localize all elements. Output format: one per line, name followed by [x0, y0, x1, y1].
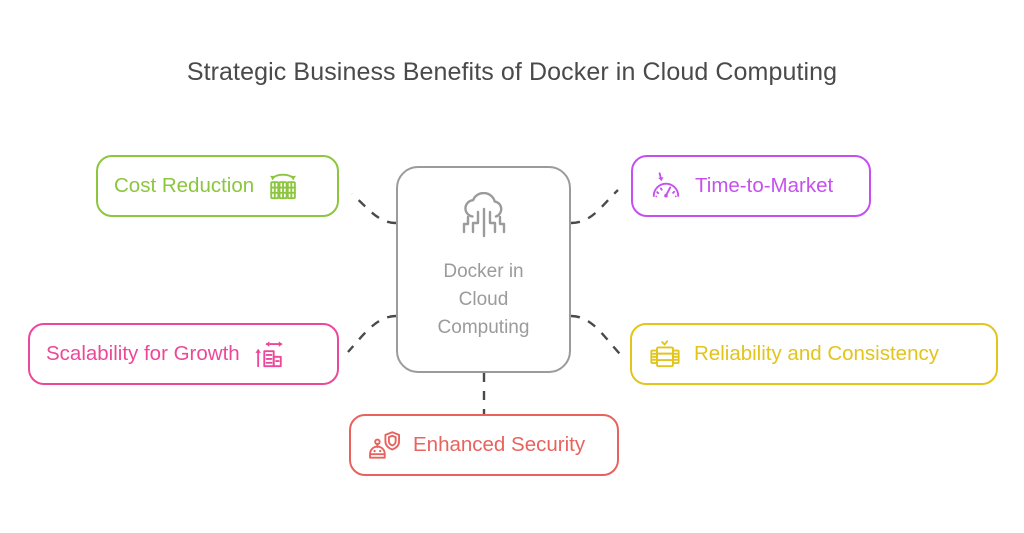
resize-building-icon	[252, 337, 286, 371]
connector-center-to-cost	[351, 193, 397, 225]
page-title: Strategic Business Benefits of Docker in…	[186, 58, 838, 86]
node-cost-reduction[interactable]: Cost Reduction	[96, 155, 339, 217]
robot-shield-icon	[367, 428, 401, 462]
connector-center-to-time	[570, 189, 619, 225]
server-check-icon	[648, 337, 682, 371]
cost-bars-arrow-icon	[266, 169, 300, 203]
node-reliability-and-consistency[interactable]: Reliability and Consistency	[630, 323, 998, 385]
node-reliability-and-consistency-label: Reliability and Consistency	[694, 342, 939, 365]
node-cost-reduction-label: Cost Reduction	[114, 174, 255, 197]
connector-center-to-reliability	[570, 314, 621, 355]
cloud-circuit-icon	[454, 191, 514, 248]
connector-center-to-scalability	[347, 314, 397, 353]
node-time-to-market[interactable]: Time-to-Market	[631, 155, 871, 217]
node-time-to-market-label: Time-to-Market	[695, 174, 834, 197]
speedometer-arrow-icon	[649, 169, 683, 203]
node-enhanced-security[interactable]: Enhanced Security	[349, 414, 619, 476]
node-scalability-for-growth[interactable]: Scalability for Growth	[28, 323, 339, 385]
node-enhanced-security-label: Enhanced Security	[413, 433, 586, 456]
node-scalability-for-growth-label: Scalability for Growth	[46, 342, 240, 365]
